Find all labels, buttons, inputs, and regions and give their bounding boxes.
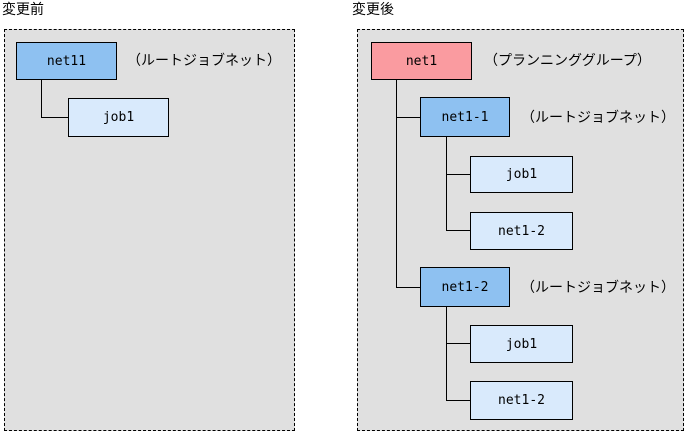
after-title: 変更後 [352, 2, 394, 18]
node-net1-1-job1: job1 [470, 156, 573, 193]
node-net1-2-job1: job1 [470, 325, 573, 363]
before-panel [4, 29, 295, 431]
connector-net1-2-trunk [446, 307, 447, 401]
connector-before-trunk [41, 79, 42, 118]
node-net1-1-net1-2: net1-2 [470, 212, 573, 250]
connector-net1-2-branch-job1 [446, 343, 470, 344]
before-title: 変更前 [2, 2, 44, 18]
node-net1-2-net1-2: net1-2 [470, 381, 573, 420]
net1-2-annotation: （ルートジョブネット） [521, 280, 675, 296]
connector-branch-net1-2 [396, 287, 421, 288]
connector-after-trunk [396, 79, 397, 288]
connector-branch-net1-1 [396, 117, 420, 118]
before-root-annotation: （ルートジョブネット） [127, 53, 281, 69]
connector-net1-1-branch-job1 [446, 174, 470, 175]
connector-net1-1-trunk [446, 137, 447, 231]
connector-net1-1-branch-net1-2 [446, 230, 470, 231]
net1-1-annotation: （ルートジョブネット） [521, 110, 675, 126]
connector-before-branch-job1 [41, 117, 68, 118]
connector-net1-2-branch-net1-2 [446, 400, 470, 401]
node-net11: net11 [16, 42, 117, 80]
node-net1-planning-group: net1 [371, 42, 472, 80]
node-net1-1: net1-1 [420, 97, 510, 137]
node-before-job1: job1 [68, 98, 169, 137]
planning-group-annotation: （プランニンググループ） [484, 53, 651, 69]
node-net1-2: net1-2 [420, 267, 510, 307]
